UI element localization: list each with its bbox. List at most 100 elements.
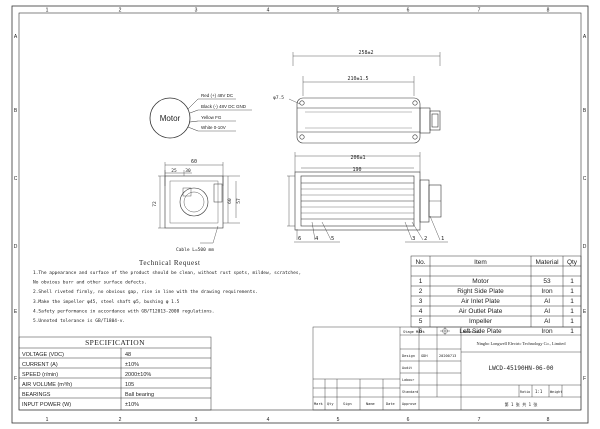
dim-side-h3: 57 [236,198,242,204]
tb-part-no: LWCD-45190HN-06-00 [488,365,553,372]
tb-qty: Qty [327,402,334,406]
spec-value: 105 [125,382,134,388]
column-label-top: 3 [195,8,198,14]
tb-labour: Labour [402,378,414,382]
row-label-left: E [14,309,18,315]
spec-value: ±10% [125,362,139,368]
bom-item: Motor [472,278,489,285]
row-label-left: D [14,244,18,250]
tb-date: 20200713 [439,354,456,358]
dim-hole-dia: φ7.5 [273,95,284,101]
bom-qty: 1 [570,288,574,295]
bom-no: 5 [419,318,423,325]
tb-material: Material [463,330,480,334]
column-label-bottom: 5 [337,417,340,423]
technical-request-line: 4.Safety performance in accordance with … [33,308,215,314]
top-view [288,52,441,144]
tb-sign: Sign [343,402,352,406]
row-label-left: B [14,108,18,114]
tb-mark: Mark [314,402,323,406]
callout-5: 5 [331,236,334,242]
motor-circle [149,97,191,139]
bom-material: 53 [543,278,551,285]
side-view [158,162,240,244]
tb-designer: GDH [421,354,428,358]
technical-request-lines: 1.The appearance and surface of the prod… [33,270,301,324]
column-label-top: 8 [547,8,550,14]
row-label-left: A [14,34,18,40]
bom-no: 3 [419,298,423,305]
bom-material: Iron [541,328,553,335]
wire-red: Red (+) 48V DC [201,93,234,98]
row-label-right: E [583,309,587,315]
callout-6: 6 [298,236,301,242]
column-label-top: 6 [407,8,410,14]
outer-frame [11,5,589,424]
column-label-bottom: 6 [407,417,410,423]
spec-label: VOLTAGE (VDC) [22,352,64,358]
spec-value: 48 [125,352,131,358]
specification-table [18,336,212,411]
motor-wiring-diagram: Motor Red (+) 48V DC Black (-) 48V DC GN… [149,93,252,139]
technical-request-line: 3.Make the impeller φ45, steel shaft φ5,… [33,299,180,305]
tb-company: Ningbo Longwell Electric Technology Co.,… [476,341,566,347]
bom-header: No. [415,259,425,266]
bom-qty: 1 [570,308,574,315]
row-label-right: B [583,108,587,114]
bom-material: Al [544,298,550,305]
column-label-bottom: 4 [267,417,270,423]
callout-leaders [294,215,448,243]
callout-1: 1 [441,236,444,242]
callout-2: 2 [424,236,427,242]
column-label-top: 2 [119,8,122,14]
wire-black: Black (-) 48V DC GND [201,104,247,109]
tb-audit: Audit [402,366,412,370]
dim-side-a: 25 [171,168,177,174]
spec-label: AIR VOLUME (m³/h) [22,382,72,388]
tb-date-label: Date [386,402,395,406]
bom-item: Air Inlet Plate [461,298,500,305]
bom-material: Al [544,318,550,325]
dim-side-h1: 72 [152,201,158,207]
callout-4: 4 [315,236,319,242]
bom-item: Impeller [469,318,493,325]
row-label-right: C [583,176,587,182]
tb-weight: Weight [550,390,562,394]
tb-stage-mark: Stage Mark [403,330,425,334]
column-label-bottom: 8 [547,417,550,423]
bom-item: Right Side Plate [457,288,504,295]
bom-qty: 1 [570,298,574,305]
bom-header: Item [474,259,487,266]
bom-table-grid [410,255,582,328]
bom-no: 2 [419,288,423,295]
column-label-bottom: 3 [195,417,198,423]
bom-qty: 1 [570,328,574,335]
technical-request-line: 5.Unnoted tolerance is GB/T1804-v. [33,318,125,324]
spec-value: Ball bearing [125,392,154,398]
column-label-bottom: 2 [119,417,122,423]
tb-scale-label: Ratio [520,390,530,394]
tb-approve: Approve [402,402,416,406]
spec-label: BEARINGS [22,392,51,398]
dim-side-h2: 60 [227,198,233,204]
wire-yellow: Yellow FG [201,115,222,120]
row-label-right: F [583,376,586,382]
dim-overall-length: 258±2 [358,50,373,56]
tb-design: Design [402,354,415,358]
tb-scale: 1:1 [535,389,543,394]
bom-no: 4 [419,308,423,315]
bom-material: Al [544,308,550,315]
bom-qty: 1 [570,318,574,325]
bom-no: 6 [419,328,423,335]
tb-sheet: 第 1 张 共 1 张 [505,401,538,407]
spec-value: ±10% [125,402,139,408]
dim-side-b: 30 [185,168,191,174]
spec-title: SPECIFICATION [85,338,145,347]
spec-label: CURRENT (A) [22,362,58,368]
